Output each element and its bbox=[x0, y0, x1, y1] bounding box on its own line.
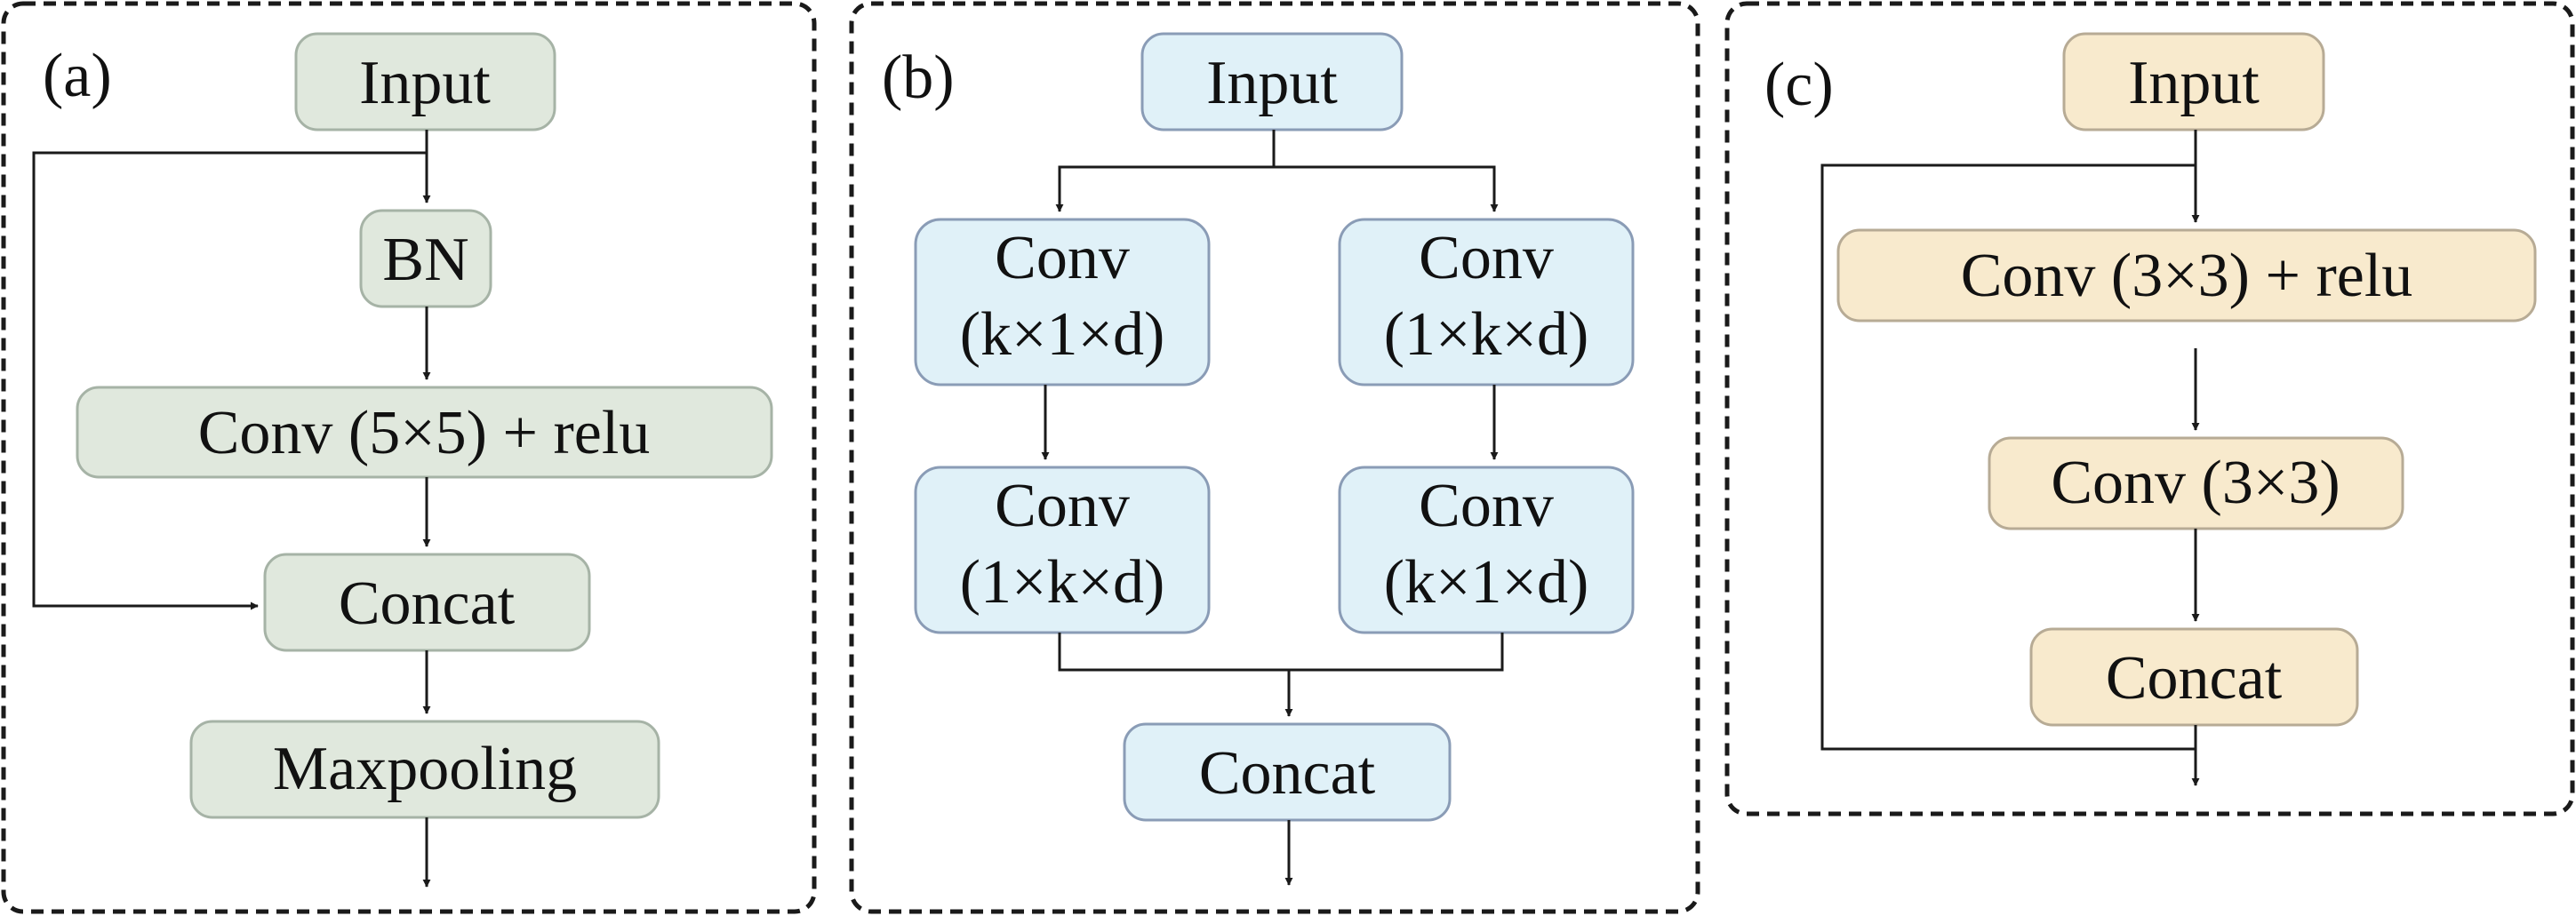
panel-a-label: (a) bbox=[43, 42, 112, 110]
panel-b-left-conv2-box bbox=[914, 466, 1211, 634]
panel-b-right-conv2-node: Conv (k×1×d) bbox=[1338, 466, 1635, 634]
panel-b-merge-line bbox=[1058, 633, 1504, 672]
panel-a-maxpool-node: Maxpooling bbox=[189, 720, 660, 819]
panel-b-arrow-input-left bbox=[1055, 130, 1276, 212]
panel-c-input-node: Input bbox=[2062, 32, 2325, 131]
panel-b-right-conv1-box bbox=[1338, 218, 1635, 386]
panel-a-bn-text: BN bbox=[382, 226, 468, 294]
panel-b-left-conv1-box bbox=[914, 218, 1211, 386]
panel-a-input-text: Input bbox=[359, 49, 491, 117]
panel-a-conv-box bbox=[76, 386, 773, 479]
panel-b-left-conv1-line1: Conv bbox=[995, 224, 1130, 292]
panel-a-skip-connection bbox=[32, 151, 427, 610]
panel-b-right-conv1-line1: Conv bbox=[1419, 224, 1554, 292]
panel-c-label: (c) bbox=[1764, 51, 1834, 119]
panel-c-conv-relu-text: Conv (3×3) + relu bbox=[1961, 242, 2413, 310]
panel-a-input-node: Input bbox=[294, 32, 556, 131]
panel-b-right-conv2-box bbox=[1338, 466, 1635, 634]
panel-b-left-conv2-line1: Conv bbox=[995, 472, 1130, 540]
panel-b-label: (b) bbox=[882, 44, 955, 112]
panel-b-input-text: Input bbox=[1206, 49, 1338, 117]
panel-c-conv-text: Conv (3×3) bbox=[2051, 449, 2340, 517]
panel-a-concat-node: Concat bbox=[263, 553, 591, 652]
panel-c-conv-relu-node: Conv (3×3) + relu bbox=[1836, 228, 2537, 323]
panel-c-concat-node: Concat bbox=[2029, 627, 2359, 727]
panel-b: (b) Input Conv (k×1×d) Conv (1×k×d) Conv… bbox=[849, 1, 1700, 914]
panel-b-left-conv2-node: Conv (1×k×d) bbox=[914, 466, 1211, 634]
panel-b-concat-box bbox=[1123, 722, 1452, 822]
panel-c-skip-connection bbox=[1820, 163, 2196, 751]
panel-b-right-conv1-node: Conv (1×k×d) bbox=[1338, 218, 1635, 386]
panel-a-maxpool-text: Maxpooling bbox=[273, 735, 577, 803]
panel-c-input-text: Input bbox=[2128, 49, 2260, 117]
panel-c: (c) Input Conv (3×3) + relu Conv (3×3) C… bbox=[1724, 1, 2575, 816]
panel-b-right-conv2-line2: (k×1×d) bbox=[1384, 548, 1589, 617]
panel-c-concat-text: Concat bbox=[2106, 644, 2283, 713]
panel-b-arrow-input-right bbox=[1274, 165, 1499, 212]
panel-b-left-conv1-line2: (k×1×d) bbox=[960, 300, 1165, 369]
panel-a-conv-text: Conv (5×5) + relu bbox=[198, 399, 651, 467]
panel-b-input-node: Input bbox=[1140, 32, 1404, 131]
panel-b-frame bbox=[849, 1, 1700, 914]
panel-b-left-conv1-node: Conv (k×1×d) bbox=[914, 218, 1211, 386]
panel-a-concat-text: Concat bbox=[339, 570, 516, 638]
panel-a: (a) Input BN Conv (5×5) + relu Concat Ma… bbox=[1, 1, 817, 914]
panel-a-frame bbox=[1, 1, 817, 914]
panel-b-right-conv2-line1: Conv bbox=[1419, 472, 1554, 540]
panel-b-right-conv1-line2: (1×k×d) bbox=[1384, 300, 1589, 369]
panel-b-input-box bbox=[1140, 32, 1404, 131]
panel-a-conv-node: Conv (5×5) + relu bbox=[76, 386, 773, 479]
panel-b-concat-text: Concat bbox=[1199, 739, 1376, 808]
panel-b-left-conv2-line2: (1×k×d) bbox=[960, 548, 1165, 617]
panel-c-input-box bbox=[2062, 32, 2325, 131]
panel-c-conv-node: Conv (3×3) bbox=[1988, 436, 2404, 530]
panel-c-conv-relu-box bbox=[1836, 228, 2537, 323]
panel-a-bn-node: BN bbox=[359, 209, 492, 308]
panel-b-concat-node: Concat bbox=[1123, 722, 1452, 822]
panel-a-maxpool-box bbox=[189, 720, 660, 819]
